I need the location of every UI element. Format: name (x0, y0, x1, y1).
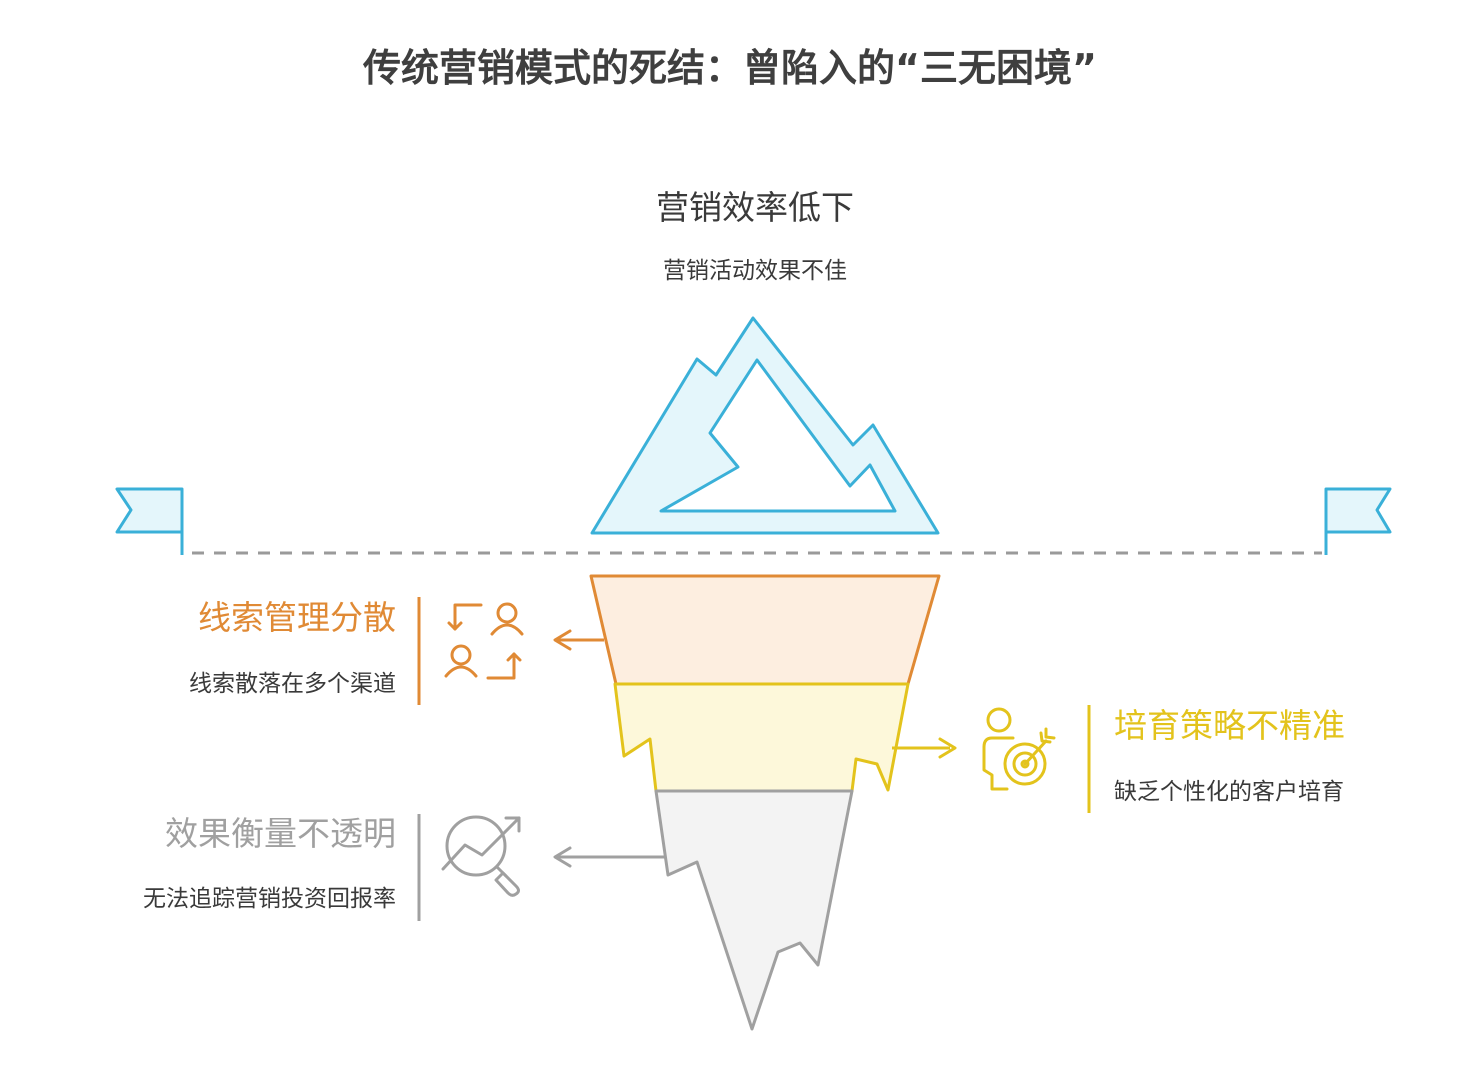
person-target-icon (982, 707, 1056, 791)
people-swap-icon (444, 602, 524, 680)
layer-description: 缺乏个性化的客户培育 (1114, 779, 1344, 805)
arrow-right-icon (892, 737, 957, 759)
layer-title: 效果衡量不透明 (165, 814, 396, 853)
layer-band-nurturing (613, 682, 910, 793)
layer-title: 线索管理分散 (198, 598, 396, 637)
left-flag-icon (115, 487, 184, 555)
arrow-left-icon (553, 629, 604, 651)
layer-description: 无法追踪营销投资回报率 (143, 886, 396, 912)
arrow-left-icon (553, 846, 666, 868)
right-flag-icon (1324, 487, 1392, 555)
layer-band-measurement (654, 789, 854, 1031)
layer-title: 培育策略不精准 (1114, 706, 1345, 745)
layer-band-lead-management (589, 574, 941, 686)
chart-magnifier-icon (441, 815, 521, 897)
layer-description: 线索散落在多个渠道 (189, 671, 396, 697)
iceberg-tip (590, 316, 940, 535)
page-title: 传统营销模式的死结：曾陷入的“三无困境” (363, 46, 1097, 90)
iceberg-tip-heading: 营销效率低下 (656, 188, 854, 227)
iceberg-tip-description: 营销活动效果不佳 (663, 258, 847, 284)
